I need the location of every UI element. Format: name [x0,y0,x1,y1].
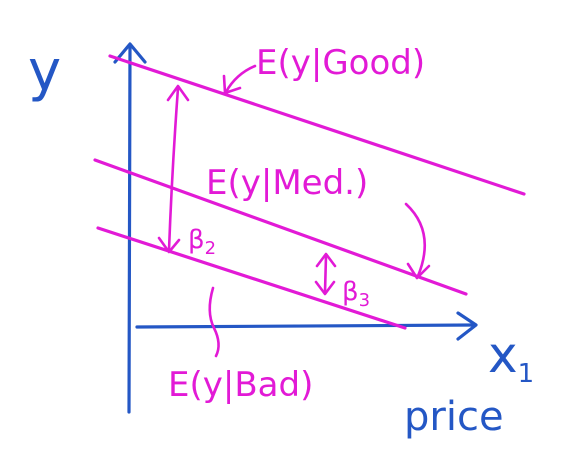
bad-line-label: E(y|Bad) [168,365,313,405]
med-line-label: E(y|Med.) [206,163,368,203]
x-axis-arrowhead [456,311,478,341]
good-label-pointer [224,64,257,94]
beta2-arrowhead-top [166,84,190,102]
med-label-pointer [404,202,427,278]
good-line-label: E(y|Good) [256,43,425,83]
x-axis-name: price [404,394,504,440]
beta3-letter: β [342,277,359,307]
beta2-letter: β [188,225,205,255]
beta3-subscript: 3 [359,290,370,311]
x-axis-label: x1 [488,326,534,389]
y-axis-label: y [28,39,61,104]
line-good [108,54,526,196]
beta2-gap-arrow [167,86,180,252]
y-axis [127,44,132,414]
med-label-pointer-head [406,262,431,280]
bad-label-pointer [208,286,220,358]
beta2-arrowhead-bottom [157,236,181,254]
y-axis-arrowhead [113,42,147,64]
beta3-label: β3 [342,277,370,311]
x-axis-subscript: 1 [518,359,535,389]
x-axis [135,323,476,329]
beta2-subscript: 2 [205,238,216,259]
beta3-gap-arrow [323,254,328,294]
beta3-arrowhead-top [315,252,337,268]
line-med [93,158,468,296]
line-bad [96,226,407,330]
x-axis-letter: x [488,326,518,384]
good-label-pointer-head [222,74,242,95]
beta3-arrowhead-bottom [314,280,336,296]
beta2-label: β2 [188,225,216,259]
